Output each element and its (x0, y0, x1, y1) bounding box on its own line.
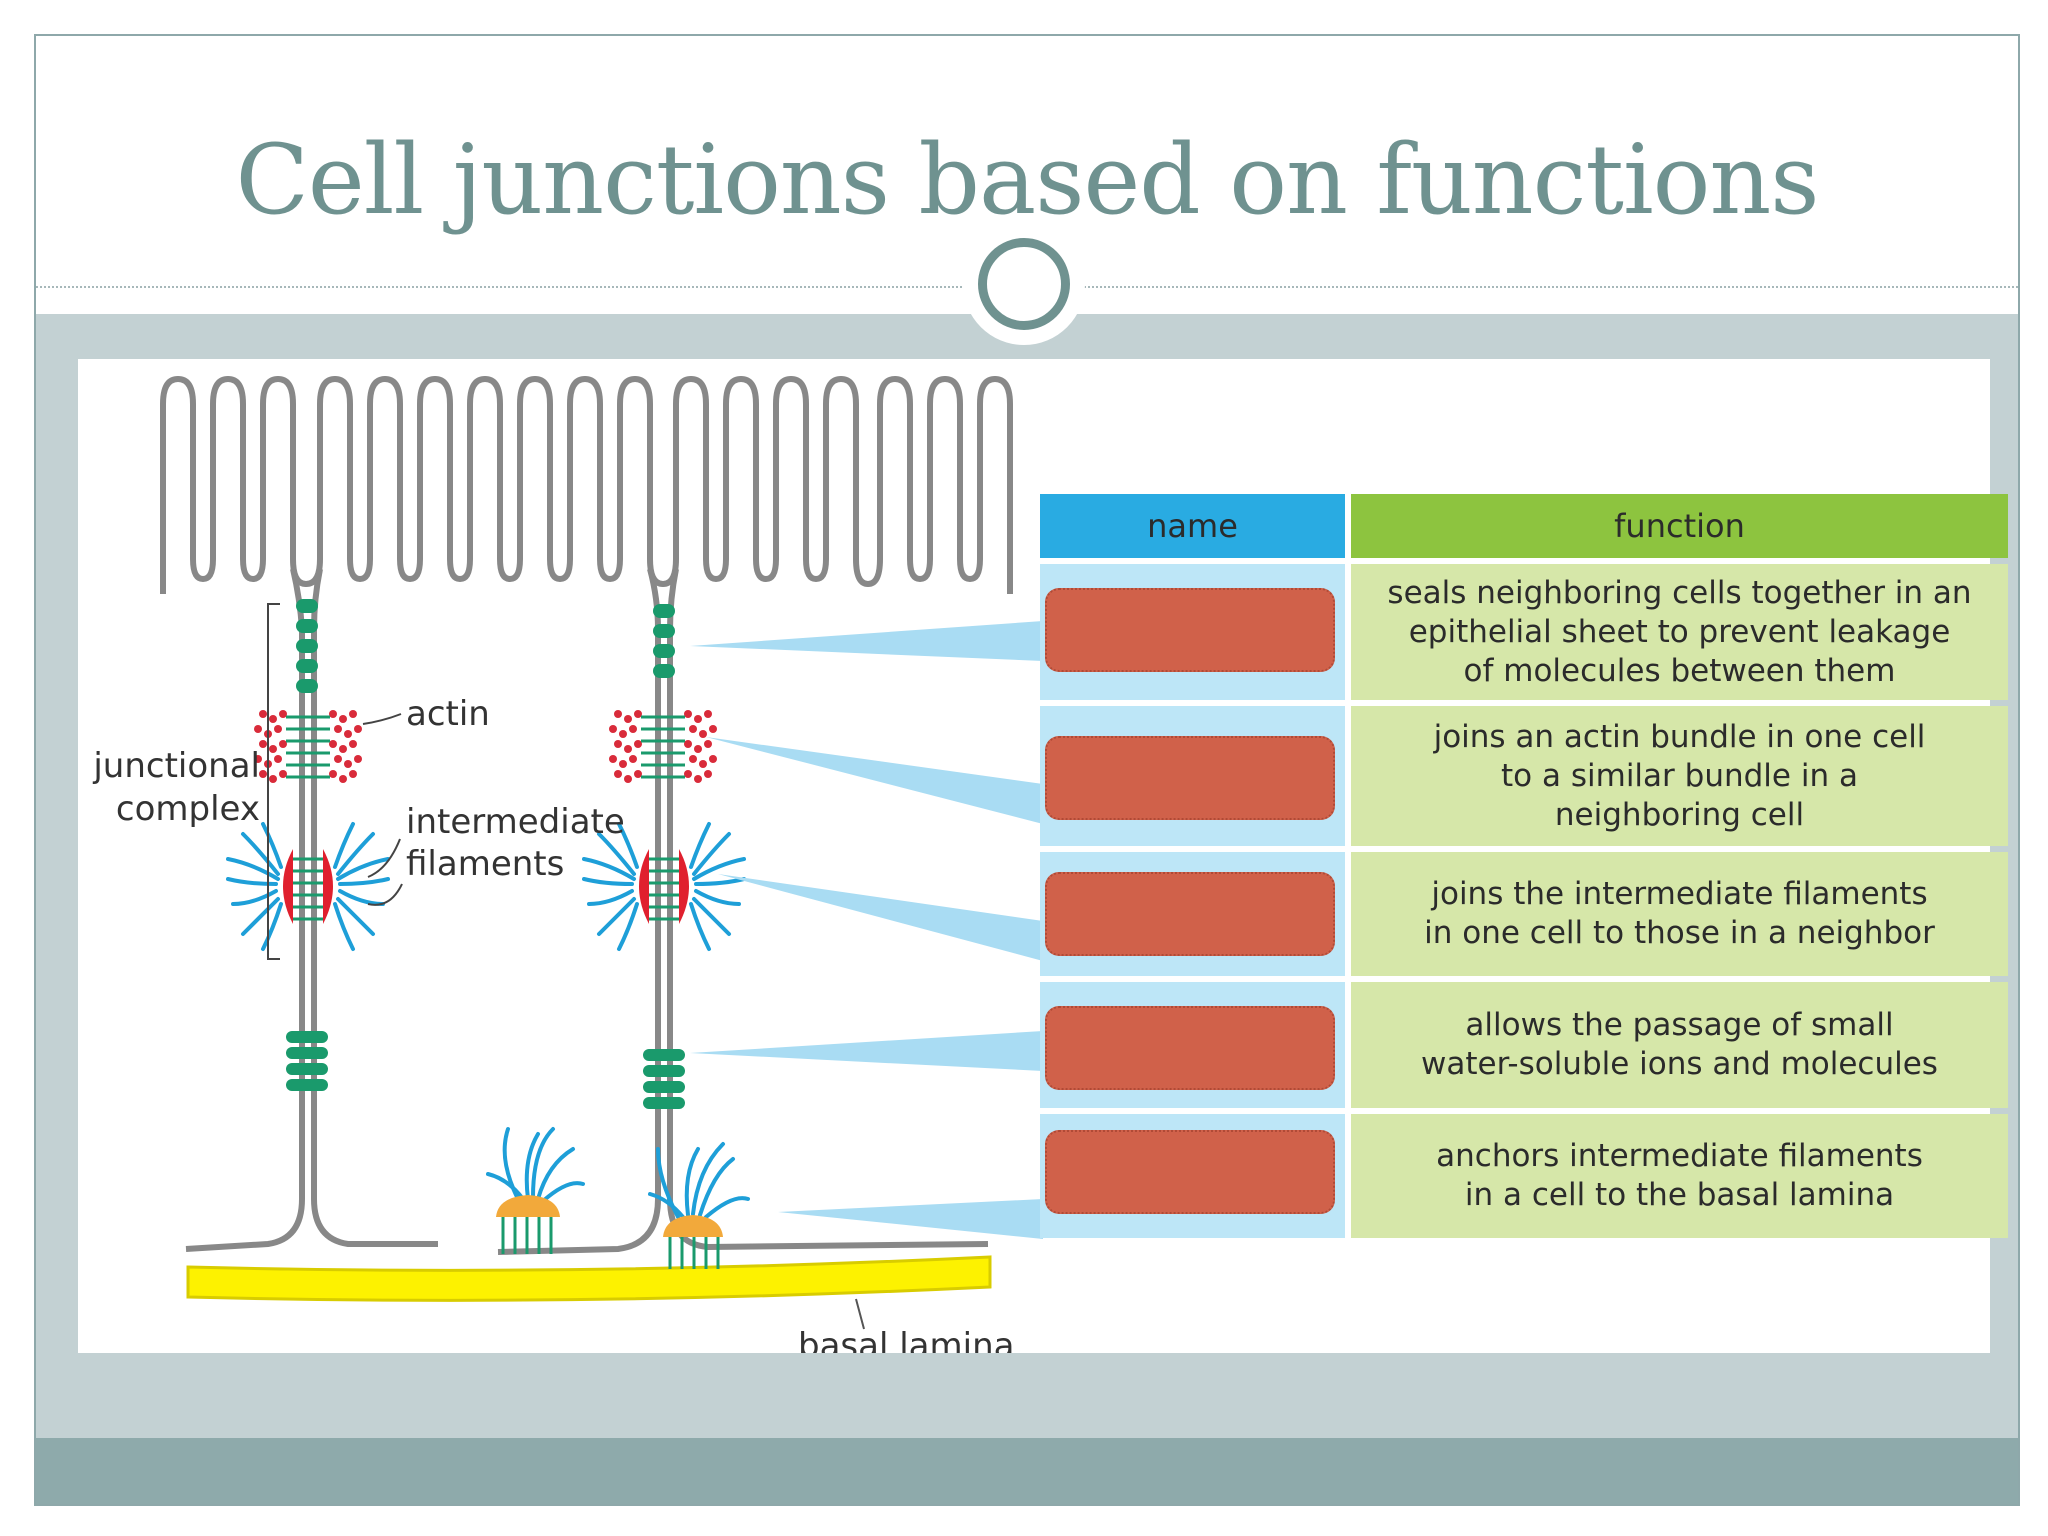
adherens-junction-left (254, 710, 362, 783)
basal-lamina-pointer (855, 1298, 865, 1330)
ornament-circle-icon (978, 238, 1070, 330)
gap-junction-left (286, 1031, 328, 1091)
slide-title: Cell junctions based on functions (235, 124, 1819, 236)
gap-junction-right (643, 1049, 685, 1109)
pointer-wedges (690, 621, 1043, 1239)
name-cell (1040, 564, 1345, 700)
apical-microvilli (160, 375, 1013, 594)
redacted-name-box[interactable] (1045, 872, 1335, 956)
adherens-junction-right (609, 710, 717, 783)
label-complex: complex (116, 789, 260, 829)
tight-junction-left (296, 599, 318, 693)
redacted-name-box[interactable] (1045, 736, 1335, 820)
function-cell: allows the passage of small water-solubl… (1351, 982, 2008, 1108)
table-row-1: seals neighboring cells together in an e… (1040, 564, 2008, 700)
table-row-3: joins the intermediate filaments in one … (1040, 852, 2008, 976)
name-cell (1040, 852, 1345, 976)
filaments-leader (367, 838, 403, 906)
name-cell (1040, 1114, 1345, 1238)
table-row-4: allows the passage of small water-solubl… (1040, 982, 2008, 1108)
function-cell: anchors intermediate filaments in a cell… (1351, 1114, 2008, 1238)
redacted-name-box[interactable] (1045, 1130, 1335, 1214)
tight-junction-right (653, 604, 675, 678)
table-row-2: joins an actin bundle in one cell to a s… (1040, 706, 2008, 846)
label-junctional: junctional (92, 746, 260, 786)
table-row-5: anchors intermediate filaments in a cell… (1040, 1114, 2008, 1238)
label-basal-lamina: basal lamina (798, 1326, 1014, 1353)
function-cell: joins an actin bundle in one cell to a s… (1351, 706, 2008, 846)
header-name: name (1040, 494, 1345, 558)
desmosome-left (226, 822, 390, 951)
hemidesmosome-left (486, 1127, 585, 1254)
name-cell (1040, 982, 1345, 1108)
epithelial-junction-diagram: junctional complex actin intermediate fi… (92, 375, 1043, 1353)
name-cell (1040, 706, 1345, 846)
redacted-name-box[interactable] (1045, 588, 1335, 672)
figure-panel: junctional complex actin intermediate fi… (78, 359, 2008, 1353)
redacted-name-box[interactable] (1045, 1006, 1335, 1090)
desmosome-right (582, 822, 746, 951)
header-function: function (1351, 494, 2008, 558)
footer-band (36, 1438, 2018, 1504)
lateral-membrane-left (185, 568, 438, 1252)
junction-table: name function seals neighboring cells to… (1040, 494, 2008, 1238)
label-filaments: filaments (406, 844, 564, 884)
slide: Cell junctions based on functions (34, 34, 2020, 1506)
label-intermediate: intermediate (406, 802, 625, 842)
label-actin: actin (406, 694, 490, 734)
actin-leader (362, 713, 402, 725)
basal-lamina (186, 1255, 992, 1302)
function-cell: seals neighboring cells together in an e… (1351, 564, 2008, 700)
hemidesmosome-right (648, 1142, 750, 1269)
function-cell: joins the intermediate filaments in one … (1351, 852, 2008, 976)
junctional-complex-bracket (267, 603, 280, 960)
